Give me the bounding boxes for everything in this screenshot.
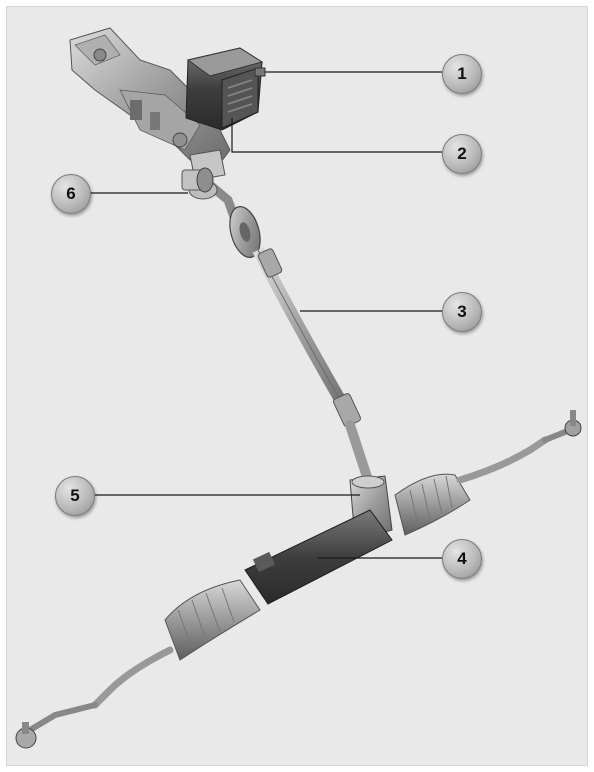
intermediate-shaft bbox=[189, 181, 368, 480]
callout-label: 6 bbox=[66, 184, 75, 204]
column-coupling bbox=[182, 168, 213, 192]
electric-motor bbox=[186, 48, 265, 130]
callout-label: 4 bbox=[457, 549, 466, 569]
leader-lines bbox=[89, 72, 442, 558]
callout-5: 5 bbox=[55, 476, 95, 516]
callout-label: 3 bbox=[457, 302, 466, 322]
leader-line-2 bbox=[232, 118, 442, 152]
callout-4: 4 bbox=[442, 539, 482, 579]
callout-label: 1 bbox=[457, 64, 466, 84]
callout-3: 3 bbox=[442, 292, 482, 332]
steering-rack bbox=[16, 410, 581, 748]
callout-6: 6 bbox=[51, 174, 91, 214]
callout-label: 2 bbox=[457, 144, 466, 164]
callout-label: 5 bbox=[70, 486, 79, 506]
callout-2: 2 bbox=[442, 134, 482, 174]
callout-1: 1 bbox=[442, 54, 482, 94]
